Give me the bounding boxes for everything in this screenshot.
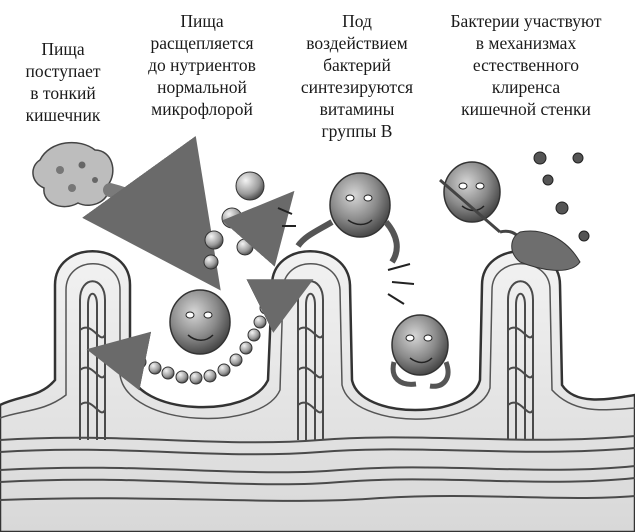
inflow-arrow-icon xyxy=(110,190,188,245)
food-lump-icon xyxy=(33,143,113,207)
debris-particles-icon xyxy=(534,152,589,241)
bacterium-resting-icon xyxy=(392,315,448,386)
nutrient-balls-icon xyxy=(204,172,276,269)
villi-wall xyxy=(0,251,635,532)
bacterium-digesting-icon xyxy=(110,290,292,384)
